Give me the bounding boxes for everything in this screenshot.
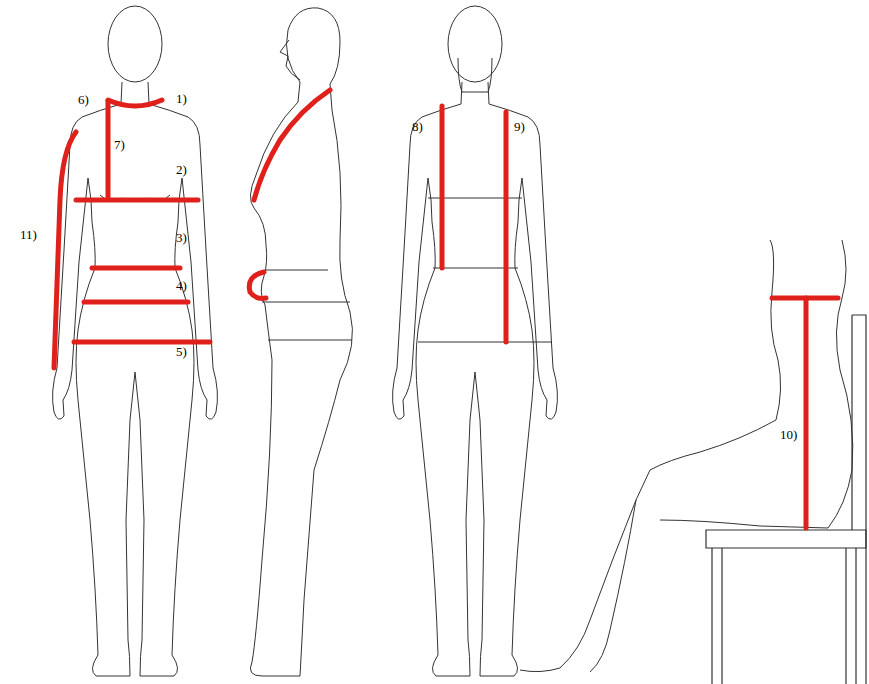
- callout-number: 10): [780, 428, 797, 441]
- upper-hip-line: [84, 300, 188, 305]
- callout-number: 4): [176, 279, 187, 292]
- back-hip-length-line: [504, 112, 509, 342]
- waist-line: [92, 266, 180, 271]
- back-figure: [393, 6, 558, 676]
- callout-number: 6): [78, 93, 89, 106]
- head: [448, 6, 502, 82]
- level-lines: [418, 198, 552, 342]
- callout-number: 1): [176, 92, 187, 105]
- front-figure: [53, 6, 218, 676]
- body-left: [393, 82, 475, 676]
- chair: [706, 315, 866, 684]
- side-neck-bust-line: [254, 90, 330, 200]
- chair-back: [852, 315, 866, 684]
- callout-number: 8): [412, 120, 423, 133]
- chair-legs: [712, 548, 856, 684]
- shoulder-bust-line: [106, 101, 111, 198]
- seated-height-line: [804, 298, 809, 528]
- head: [108, 6, 162, 82]
- shin-outline: [590, 500, 636, 672]
- measurement-lines: [54, 90, 838, 528]
- callout-number: 2): [176, 163, 187, 176]
- thigh-underside: [660, 520, 828, 528]
- seated-figure: [520, 240, 853, 672]
- callout-number: 3): [176, 231, 187, 244]
- hair-line: [458, 58, 492, 92]
- leg-outline: [520, 292, 781, 672]
- neck-line: [108, 100, 162, 106]
- head-profile: [280, 8, 340, 84]
- callout-number: 7): [114, 138, 125, 151]
- torso-outline: [770, 240, 853, 528]
- back-length-line: [440, 106, 445, 268]
- callout-number: 11): [20, 228, 37, 241]
- body-profile: [250, 82, 352, 676]
- callout-number: 9): [514, 120, 525, 133]
- arm-line: [54, 132, 76, 368]
- bust-line: [76, 198, 198, 203]
- side-figure: [250, 8, 352, 676]
- body-right: [135, 82, 217, 676]
- hip-line: [74, 340, 210, 345]
- level-lines: [262, 270, 352, 340]
- callout-number: 5): [176, 345, 187, 358]
- body-right: [475, 82, 557, 676]
- side-waist-line: [249, 272, 266, 298]
- chair-seat: [706, 530, 866, 548]
- body-left: [53, 82, 135, 676]
